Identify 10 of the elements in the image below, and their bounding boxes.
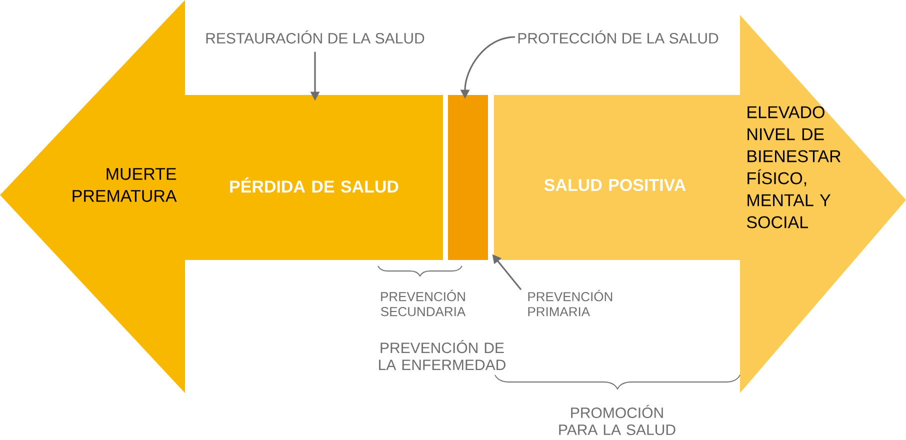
- band-text: ELEVADO NIVEL DE BIENESTAR FÍSICO, MENTAL Y SOCIAL: [746, 106, 841, 228]
- annotation-text: PROTECCIÓN DE LA SALUD: [518, 30, 718, 44]
- band-text: PÉRDIDA DE SALUD: [230, 177, 398, 193]
- band-text: SALUD POSITIVA: [544, 178, 686, 192]
- annotation-text: PREVENCIÓN SECUNDARIA: [380, 290, 466, 316]
- annotation-text: PREVENCIÓN DE LA ENFERMEDAD: [379, 340, 506, 370]
- annotation-text: RESTAURACIÓN DE LA SALUD: [206, 30, 424, 44]
- bar: [448, 95, 488, 260]
- annotation-text: PREVENCIÓN PRIMARIA: [528, 290, 612, 316]
- band-text: MUERTE PREMATURA: [72, 168, 177, 202]
